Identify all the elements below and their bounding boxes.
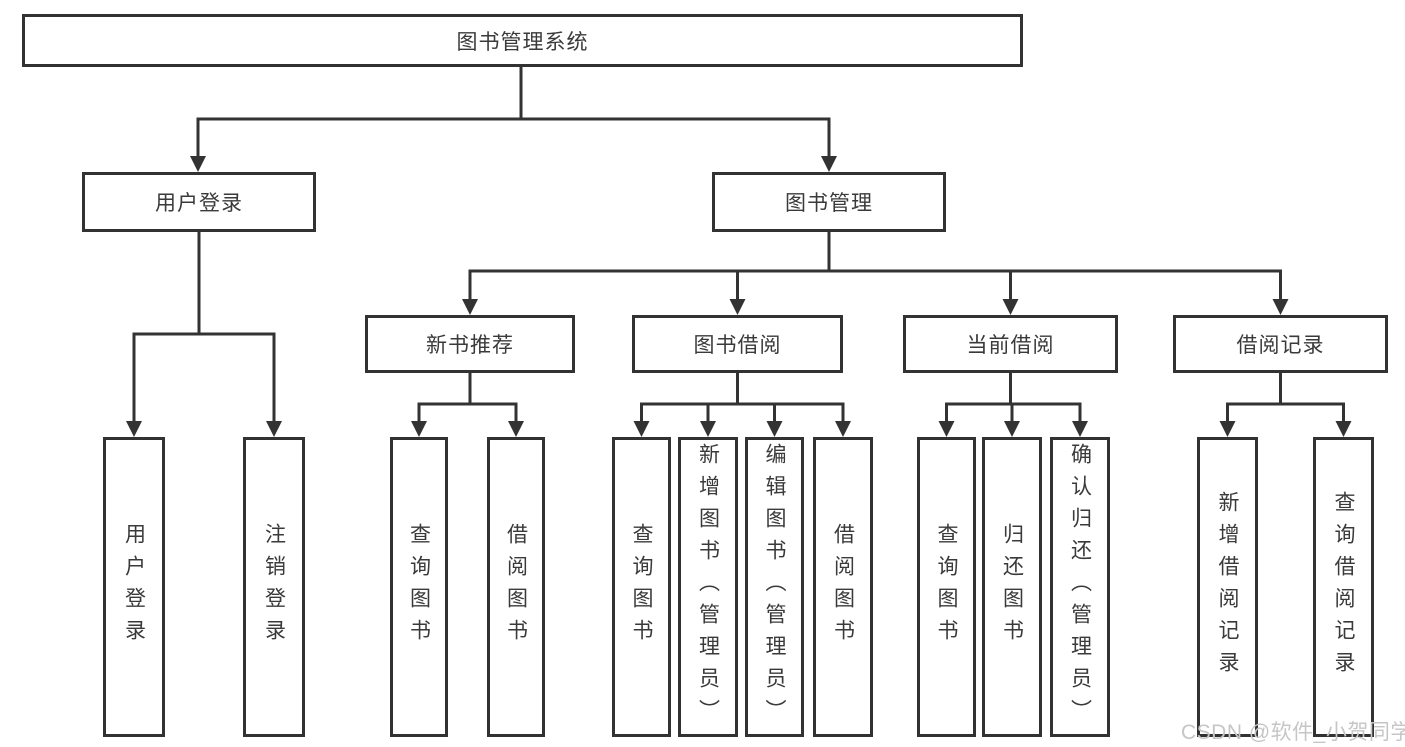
node-borrow-records-label: 借阅记录 (1236, 334, 1325, 357)
leaf-cb-query-books: 查询图书 (917, 437, 976, 737)
leaf-cb-confirm-return-admin: 确认归还（管理员） (1050, 437, 1110, 737)
node-user-login-label: 用户登录 (155, 192, 243, 215)
arrowhead-down-icon (729, 299, 746, 315)
arrowhead-down-icon (1072, 421, 1088, 437)
arrowhead-down-icon (633, 421, 650, 437)
arrowhead-down-icon (266, 421, 282, 437)
leaf-bb-add-books-admin-label: 新增图书（管理员） (696, 443, 720, 731)
connector-book-borrow-to-leaves (633, 372, 851, 437)
node-borrow-records: 借阅记录 (1173, 315, 1388, 373)
connector-borrow-records-to-leaves (1219, 372, 1352, 437)
arrowhead-down-icon (821, 156, 837, 172)
arrowhead-down-icon (700, 421, 716, 437)
arrowhead-down-icon (1335, 421, 1352, 437)
node-current-borrow-label: 当前借阅 (966, 334, 1055, 357)
arrowhead-down-icon (938, 421, 955, 437)
node-root-system: 图书管理系统 (22, 14, 1023, 67)
leaf-user-login-label: 用户登录 (122, 523, 146, 651)
leaf-user-login: 用户登录 (103, 437, 165, 737)
leaf-cb-confirm-return-admin-label: 确认归还（管理员） (1068, 443, 1092, 731)
leaf-bb-edit-books-admin: 编辑图书（管理员） (745, 437, 804, 737)
node-current-borrow: 当前借阅 (903, 315, 1118, 373)
leaf-bb-borrow-books-label: 借阅图书 (831, 523, 855, 651)
arrowhead-down-icon (508, 421, 524, 437)
node-book-management-label: 图书管理 (785, 192, 873, 215)
leaf-br-query-record-label: 查询借阅记录 (1332, 491, 1355, 683)
arrowhead-down-icon (411, 421, 427, 437)
leaf-br-add-record-label: 新增借阅记录 (1216, 491, 1239, 683)
leaf-bb-query-books-label: 查询图书 (630, 523, 653, 651)
arrowhead-down-icon (1219, 421, 1236, 437)
leaf-nbr-borrow-books-label: 借阅图书 (504, 523, 528, 651)
leaf-logout: 注销登录 (243, 437, 305, 737)
arrowhead-down-icon (126, 421, 142, 437)
arrowhead-down-icon (190, 156, 206, 172)
leaf-logout-label: 注销登录 (262, 523, 286, 651)
node-book-borrow: 图书借阅 (632, 315, 843, 373)
leaf-cb-query-books-label: 查询图书 (935, 523, 958, 651)
connector-book-mgmt-to-level3 (462, 231, 1289, 315)
leaf-bb-edit-books-admin-label: 编辑图书（管理员） (763, 443, 786, 731)
connector-current-borrow-to-leaves (938, 372, 1088, 437)
arrowhead-down-icon (462, 299, 478, 315)
leaf-bb-query-books: 查询图书 (612, 437, 671, 737)
connector-user-login-to-leaves (126, 231, 282, 437)
arrowhead-down-icon (1004, 421, 1020, 437)
leaf-nbr-query-books: 查询图书 (390, 437, 448, 737)
node-new-book-recommend-label: 新书推荐 (426, 334, 514, 357)
node-book-borrow-label: 图书借阅 (693, 334, 782, 357)
node-root-system-label: 图书管理系统 (456, 30, 589, 54)
leaf-br-add-record: 新增借阅记录 (1197, 437, 1258, 737)
leaf-nbr-borrow-books: 借阅图书 (487, 437, 545, 737)
arrowhead-down-icon (1002, 299, 1019, 315)
leaf-cb-return-books: 归还图书 (982, 437, 1042, 737)
leaf-br-query-record: 查询借阅记录 (1313, 437, 1374, 737)
arrowhead-down-icon (1272, 299, 1289, 315)
csdn-watermark: CSDN @软件_小贺同学 (1181, 721, 1405, 744)
connector-root-to-level2 (190, 66, 837, 172)
leaf-cb-return-books-label: 归还图书 (1000, 523, 1024, 651)
arrowhead-down-icon (835, 421, 851, 437)
leaf-bb-borrow-books: 借阅图书 (813, 437, 873, 737)
leaf-bb-add-books-admin: 新增图书（管理员） (678, 437, 738, 737)
arrowhead-down-icon (766, 421, 783, 437)
node-new-book-recommend: 新书推荐 (365, 315, 575, 373)
node-user-login: 用户登录 (82, 172, 316, 232)
connector-new-books-to-leaves (411, 372, 524, 437)
leaf-nbr-query-books-label: 查询图书 (407, 523, 431, 651)
node-book-management: 图书管理 (712, 172, 946, 232)
